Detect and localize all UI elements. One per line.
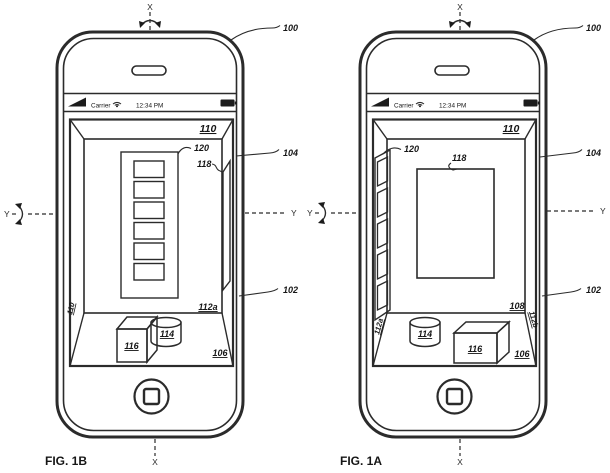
signal-strength-icon [371, 97, 389, 107]
ref-label-box: 116 [468, 344, 483, 354]
axis-x-bottom-label: X [152, 457, 158, 467]
display-screen [371, 118, 538, 368]
picture-panel [416, 168, 495, 279]
speaker-slot [131, 65, 167, 76]
time-label: 12:34 PM [439, 103, 466, 110]
list-item [376, 155, 389, 188]
room-back-wall [386, 138, 526, 314]
axis-y-left-label: Y [307, 208, 313, 218]
figure-caption: FIG. 1A [340, 454, 382, 468]
leader-line-100 [230, 25, 281, 41]
list-item [376, 186, 389, 219]
status-bar: Carrier 12:34 PM [63, 92, 237, 113]
list-panel [120, 151, 179, 299]
ref-label-list-panel: 120 [194, 143, 209, 153]
ref-label-box: 116 [124, 341, 139, 351]
ref-label-wall-left: 112a [372, 317, 385, 335]
leader-line-118 [448, 162, 458, 171]
list-item [133, 180, 165, 199]
cube-object [452, 320, 511, 365]
ref-label-display-area: 110 [200, 123, 217, 135]
list-item [376, 248, 389, 281]
ref-label-bezel: 104 [586, 148, 601, 158]
axis-y-right-label: Y [291, 208, 297, 218]
leader-line-120 [177, 146, 192, 155]
display-screen [68, 118, 235, 368]
list-panel [374, 148, 391, 322]
ref-label-cylinder: 114 [418, 329, 432, 339]
signal-strength-icon [68, 97, 86, 107]
speaker-slot [434, 65, 470, 76]
ref-label-device: 100 [586, 23, 601, 33]
axis-y-left-label: Y [4, 209, 10, 219]
ref-label-floor: 106 [514, 349, 530, 359]
home-button [436, 378, 473, 415]
ref-label-list-panel: 120 [404, 144, 419, 154]
list-item [133, 201, 165, 220]
ref-label-wall-right: 112a [198, 302, 217, 312]
display-3d-room [68, 118, 235, 368]
side-panel [222, 158, 231, 293]
room-back-wall [83, 138, 223, 314]
ref-label-wall-right: 112b [527, 310, 540, 329]
ref-label-device: 100 [283, 23, 298, 33]
axis-x-top-label: X [457, 2, 463, 12]
list-item [133, 242, 165, 261]
cube-object [115, 314, 159, 365]
list-item [133, 262, 165, 281]
cylinder-object [409, 316, 441, 348]
leader-line-102 [541, 288, 582, 297]
ref-label-display: 102 [586, 285, 601, 295]
phone-frame [358, 30, 548, 439]
axis-x-top-label: X [147, 2, 153, 12]
home-button-square-icon [445, 387, 464, 406]
leader-line-120 [382, 147, 402, 155]
ref-label-picture: 118 [452, 153, 466, 163]
battery-icon [523, 99, 540, 107]
home-button [133, 378, 170, 415]
carrier-label: Carrier [91, 103, 111, 110]
list-item [133, 221, 165, 240]
axis-y-right-label: Y [600, 206, 606, 216]
figure-caption: FIG. 1B [45, 454, 87, 468]
axis-x-bottom-label: X [457, 457, 463, 467]
ref-label-display: 102 [283, 285, 298, 295]
ref-label-wall-left: 110 [65, 301, 77, 316]
battery-icon [220, 99, 237, 107]
rotation-arrows-icon [317, 201, 327, 225]
ref-label-cylinder: 114 [160, 329, 174, 339]
status-bar: Carrier 12:34 PM [366, 92, 540, 113]
wifi-icon [112, 101, 122, 108]
leader-line-100 [533, 25, 584, 41]
leader-line-102 [238, 288, 279, 297]
ref-label-back-wall: 108 [509, 301, 524, 311]
figure-1b: X X Y Y Carrier 12:34 PM [4, 2, 298, 468]
ref-label-display-area: 110 [503, 123, 520, 135]
ref-label-bezel: 104 [283, 148, 298, 158]
figure-1a: X X Y Y Carrier 12:34 PM [307, 2, 606, 468]
ref-label-floor: 106 [212, 348, 228, 358]
cylinder-object [150, 316, 182, 348]
home-button-square-icon [142, 387, 161, 406]
leader-line-118 [211, 163, 224, 174]
rotation-arrows-icon [14, 202, 24, 226]
wifi-icon [415, 101, 425, 108]
phone-frame [55, 30, 245, 439]
carrier-label: Carrier [394, 103, 414, 110]
list-item [376, 279, 389, 312]
list-item [376, 217, 389, 250]
leader-line-104 [235, 149, 280, 157]
list-item [133, 160, 165, 179]
ref-label-side-panel: 118 [197, 159, 211, 169]
leader-line-104 [539, 149, 583, 158]
time-label: 12:34 PM [136, 103, 163, 110]
